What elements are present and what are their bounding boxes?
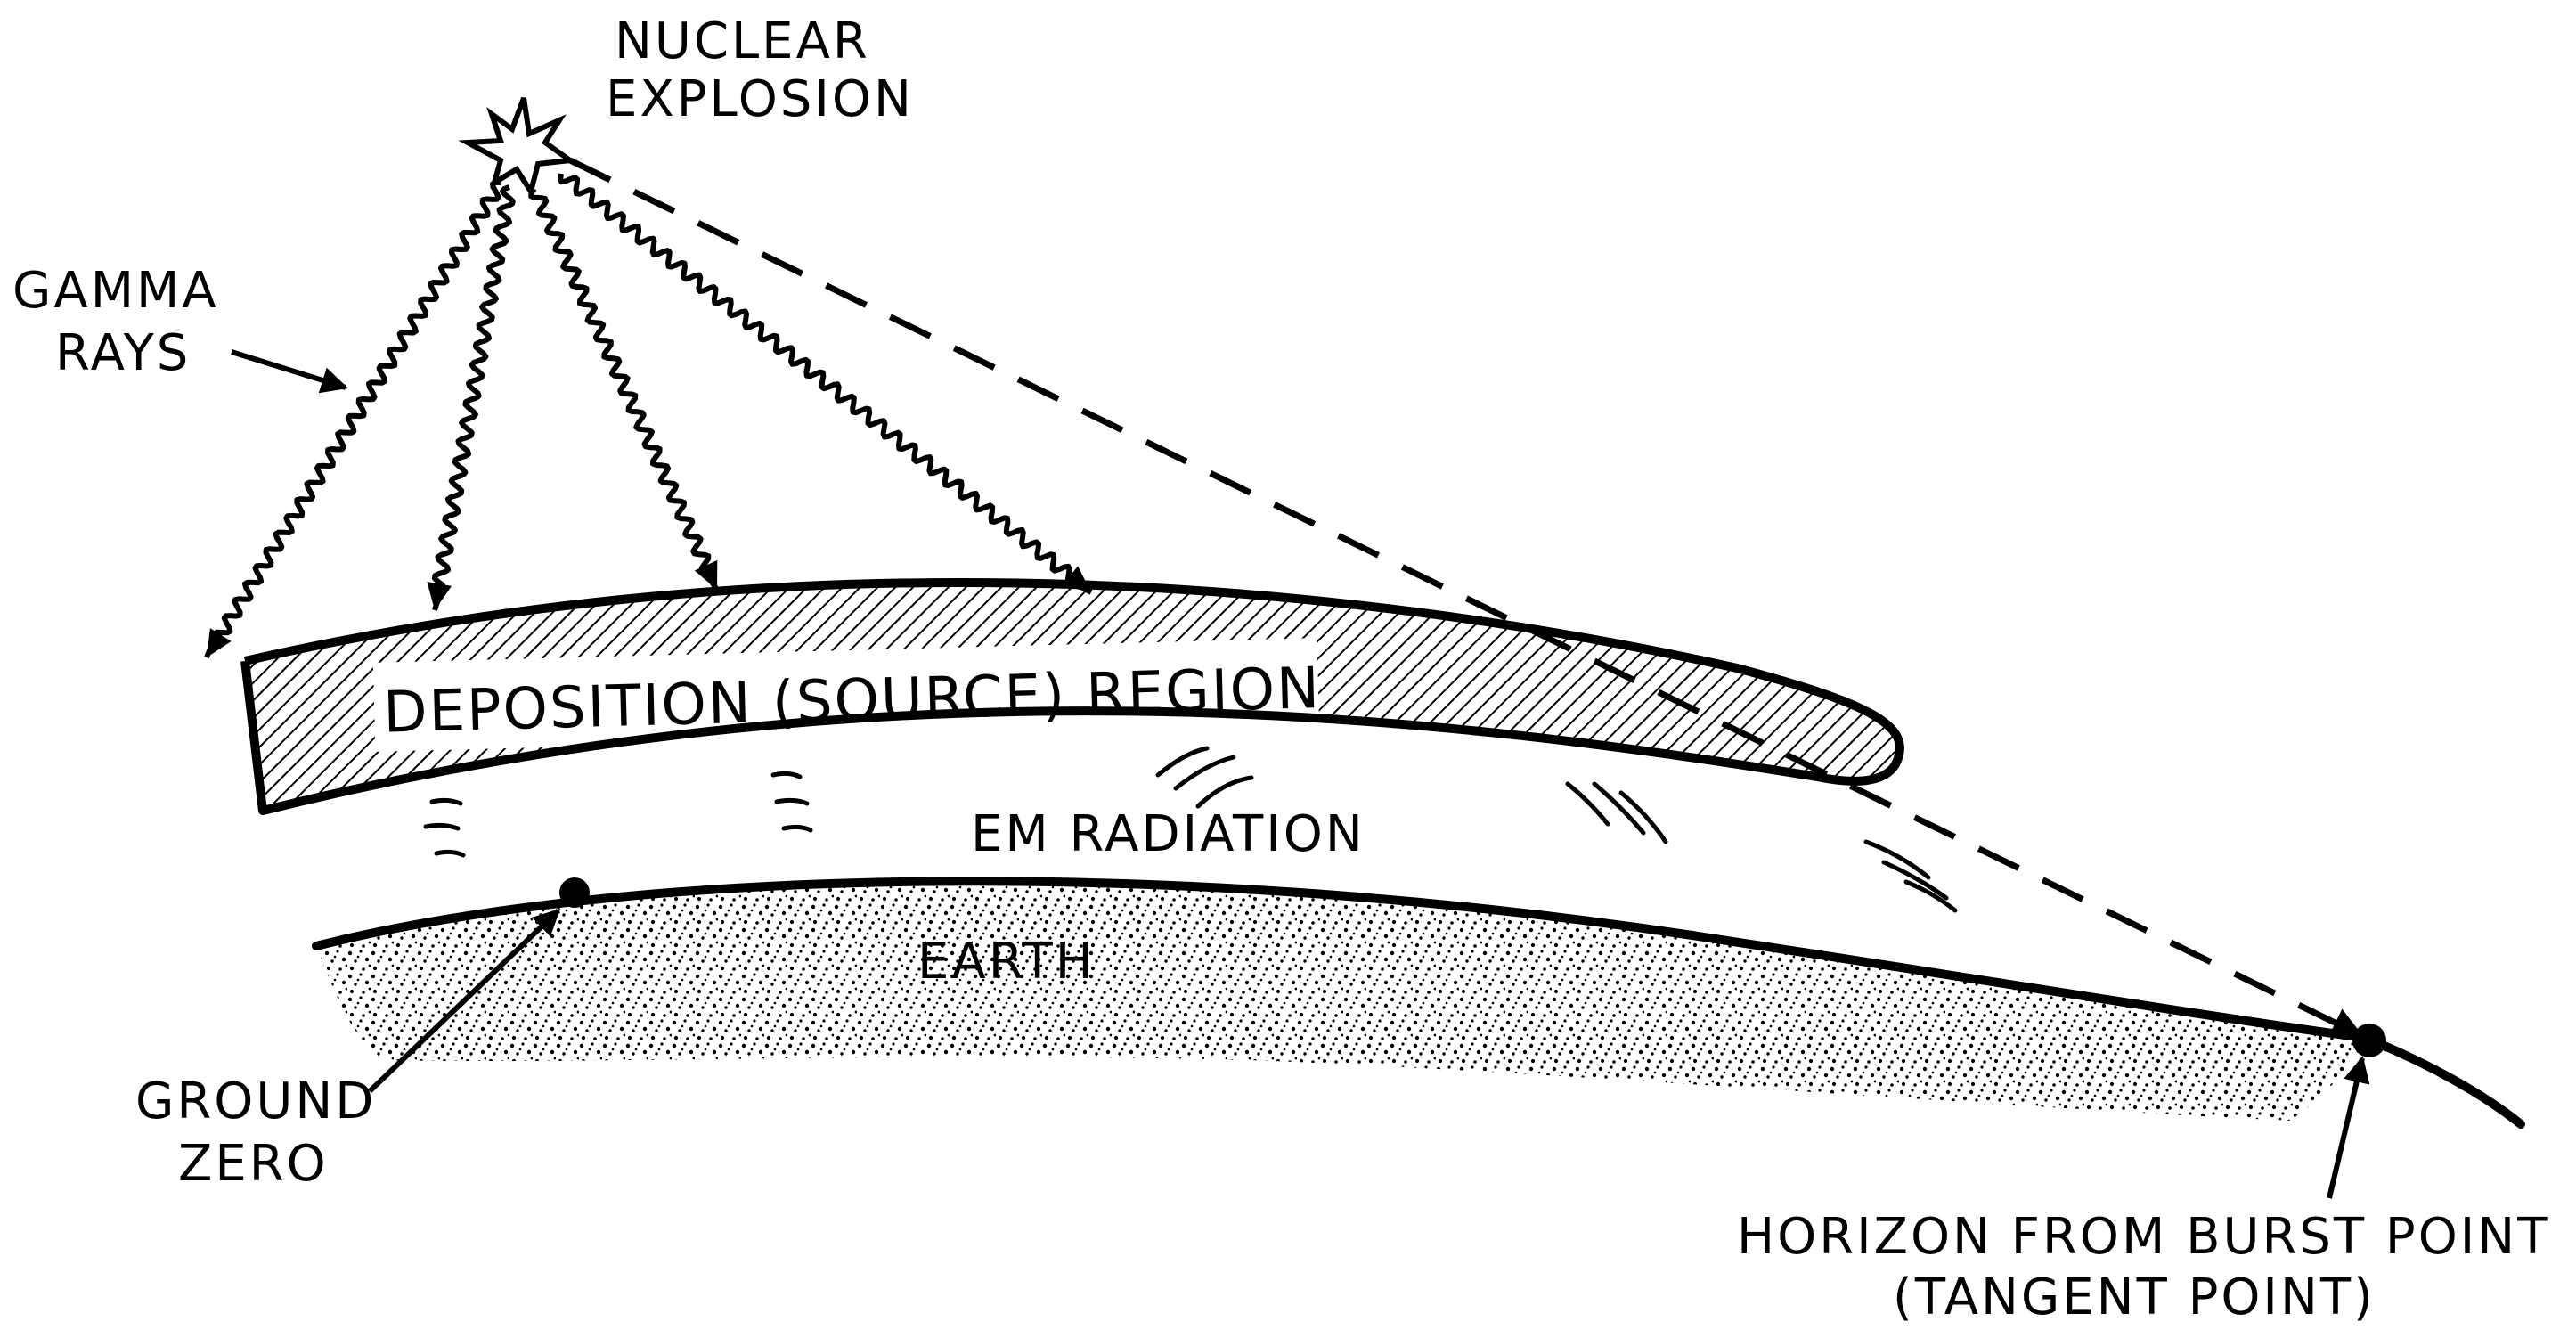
gamma-rays-label-line1: GAMMA <box>12 262 219 320</box>
gamma-ray-3-arrowhead <box>694 559 718 590</box>
line-of-sight-dashed <box>568 157 2364 1039</box>
tangent-point <box>2352 1024 2386 1057</box>
gamma-ray-1 <box>204 179 501 659</box>
gamma-rays-group <box>204 173 1093 659</box>
ground-zero-point <box>559 877 590 908</box>
nuclear-explosion-label-line2: EXPLOSION <box>606 70 914 128</box>
ground-zero-label-line1: GROUND <box>135 1073 376 1130</box>
explosion-star-icon <box>458 96 578 199</box>
gamma-ray-2 <box>431 184 516 611</box>
earth-region <box>316 881 2365 1121</box>
nuclear-explosion-label-line1: NUCLEAR <box>615 12 870 70</box>
gamma-rays-label-line2: RAYS <box>55 324 191 382</box>
gamma-ray-3 <box>528 187 720 591</box>
em-radiation-label: EM RADIATION <box>971 805 1365 863</box>
horizon-pointer-arrow <box>2327 1056 2370 1199</box>
horizon-label-line2: (TANGENT POINT) <box>1893 1269 2376 1326</box>
ground-zero-label-line2: ZERO <box>178 1135 329 1193</box>
gamma-ray-2-arrowhead <box>427 582 452 610</box>
deposition-region-outline <box>240 578 1904 815</box>
gamma-ray-1-arrowhead <box>207 628 232 657</box>
ground-zero-pointer-arrow <box>367 908 561 1094</box>
horizon-label-line1: HORIZON FROM BURST POINT <box>1737 1208 2550 1266</box>
earth-label: EARTH <box>917 933 1096 991</box>
em-radiation-marks <box>423 746 1958 913</box>
gamma-ray-4 <box>558 173 1093 595</box>
gamma-rays-pointer-arrow <box>231 349 348 394</box>
deposition-label-backdrop <box>372 638 1320 752</box>
gamma-ray-4-arrowhead <box>1062 566 1091 592</box>
